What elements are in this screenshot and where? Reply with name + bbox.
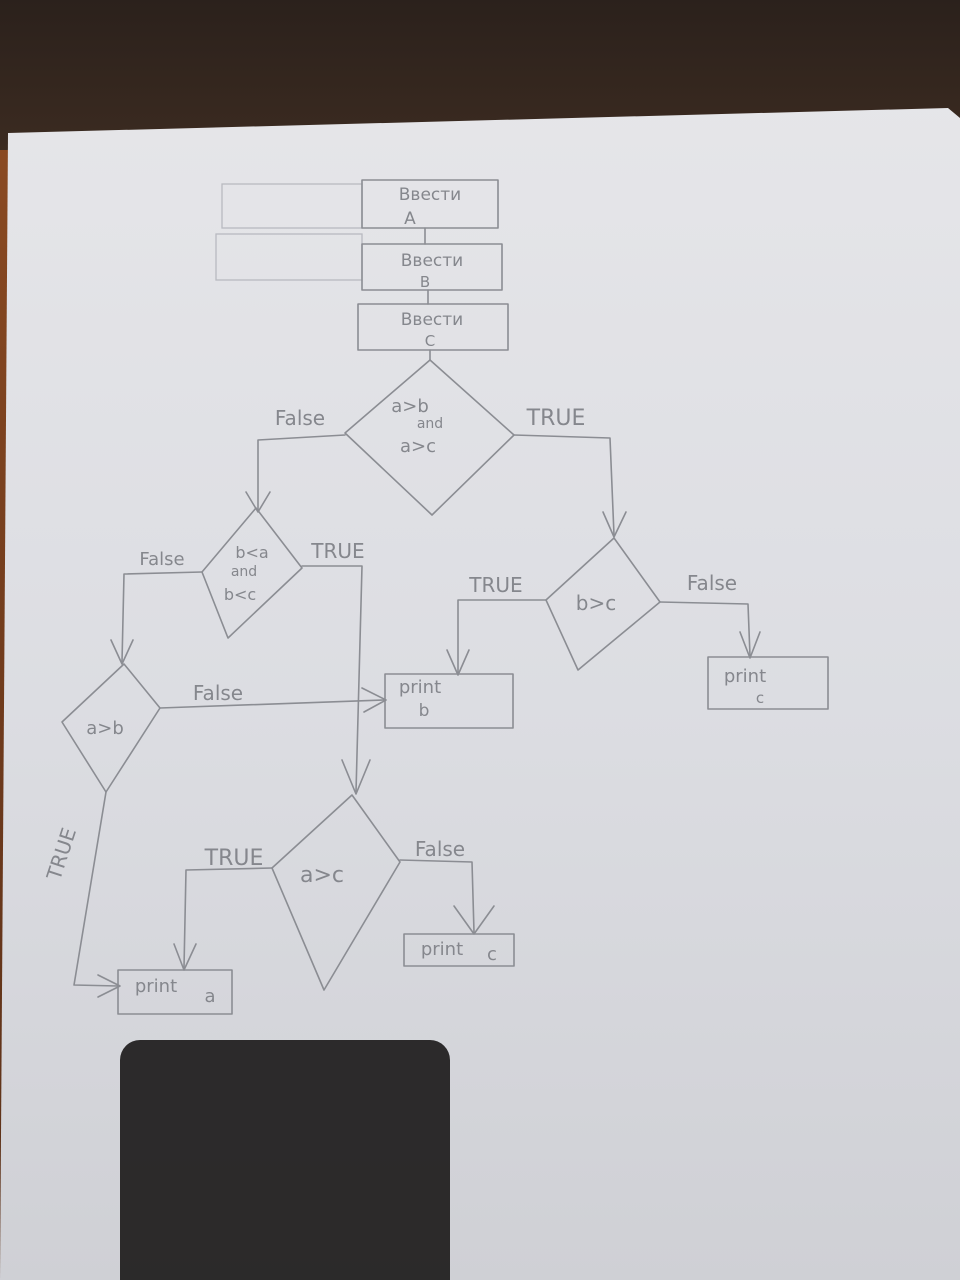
input-c-box: Ввести C <box>357 303 509 351</box>
hand-shadow <box>120 1040 450 1280</box>
decision-1-true-label: TRUE <box>526 406 586 431</box>
print-b-box: print b <box>384 673 514 729</box>
input-a-line2: A <box>404 209 416 229</box>
decision-4-diamond: a>b <box>61 663 161 793</box>
print-a-box: print a <box>117 969 233 1015</box>
decision-4-false-label: False <box>193 681 243 705</box>
decision-1-diamond: a>b and a>c <box>344 359 515 516</box>
decision-1-line2: and <box>417 416 443 432</box>
input-a-box: Ввести A <box>361 179 499 229</box>
faint-box-b <box>215 233 363 281</box>
decision-2-line1: b<a <box>235 543 268 562</box>
decision-5-false-label: False <box>415 837 465 861</box>
decision-2-diamond: b<a and b<c <box>201 507 303 639</box>
decision-1-false-label: False <box>275 406 325 430</box>
print-b-line2: b <box>419 701 430 721</box>
print-a-line1: print <box>135 976 177 997</box>
print-c-bottom-box: print c <box>403 933 515 967</box>
input-a-line1: Ввести <box>399 185 461 205</box>
input-c-line1: Ввести <box>401 310 463 330</box>
print-c-right-box: print c <box>707 656 829 710</box>
input-b-line1: Ввести <box>401 251 463 271</box>
decision-3-diamond: b>c <box>545 537 661 671</box>
decision-3-false-label: False <box>687 571 737 595</box>
faint-box-a <box>221 183 363 229</box>
print-c-bottom-line2: c <box>487 944 497 965</box>
print-c-right-line1: print <box>724 666 766 687</box>
input-b-box: Ввести B <box>361 243 503 291</box>
decision-2-true-label: TRUE <box>310 539 364 563</box>
decision-4-text: a>b <box>86 718 124 739</box>
print-a-line2: a <box>204 986 215 1007</box>
decision-2-line3: b<c <box>224 585 256 604</box>
decision-4-true-label: TRUE <box>41 825 81 884</box>
print-b-line1: print <box>399 677 441 698</box>
decision-5-text: a>c <box>300 863 344 888</box>
decision-2-false-label: False <box>139 549 184 570</box>
decision-3-text: b>c <box>576 591 616 615</box>
input-b-line2: B <box>420 273 430 291</box>
decision-5-diamond: a>c <box>271 794 401 991</box>
decision-1-line1: a>b <box>391 396 429 417</box>
decision-1-line3: a>c <box>400 436 436 457</box>
decision-2-line2: and <box>231 564 257 580</box>
print-c-right-line2: c <box>756 689 764 707</box>
decision-3-true-label: TRUE <box>468 573 522 597</box>
input-c-line2: C <box>425 332 435 350</box>
decision-5-true-label: TRUE <box>204 846 264 871</box>
print-c-bottom-line1: print <box>421 939 463 960</box>
